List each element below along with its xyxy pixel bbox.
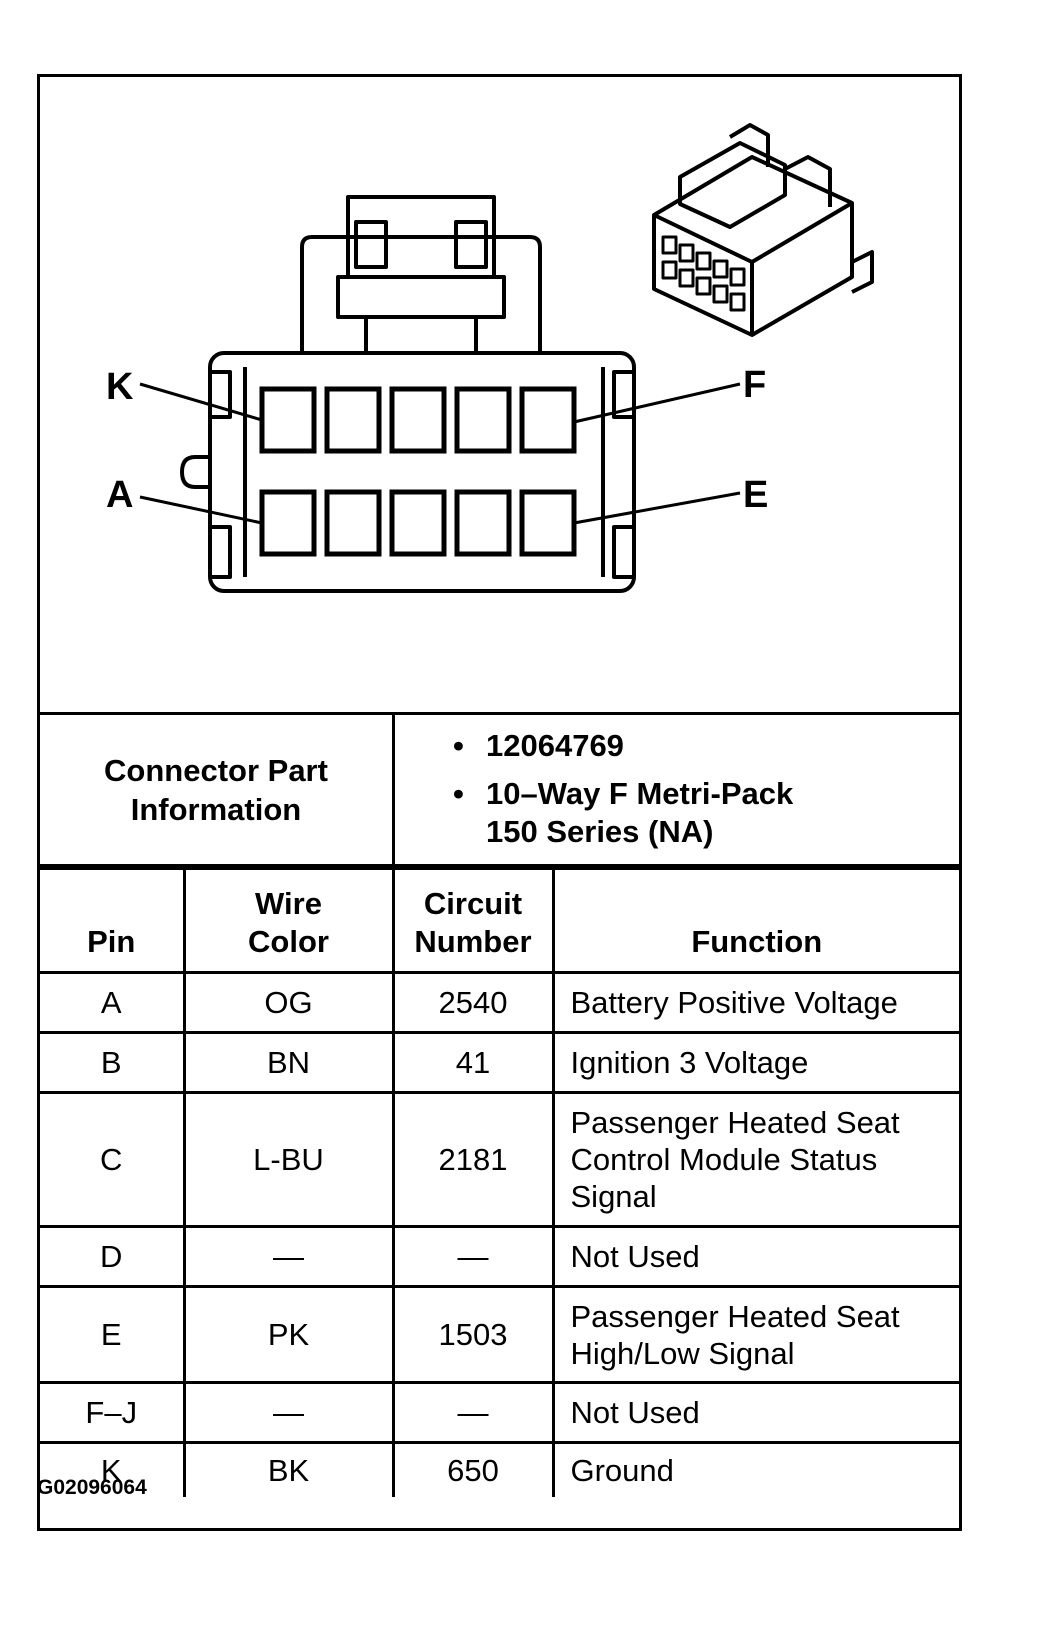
header-pin: Pin (40, 867, 186, 974)
connector-part-information: Connector Part Information • 12064769 • … (40, 715, 959, 867)
cavity-d (454, 489, 512, 557)
figure-id: G02096064 (37, 1476, 147, 1499)
circuit-cell: 1503 (391, 1285, 555, 1384)
pin-cavities (259, 386, 577, 557)
cavity-j (324, 386, 382, 454)
cavity-b (324, 489, 382, 557)
bullet-icon: • (453, 728, 464, 763)
cavity-g (454, 386, 512, 454)
connector-series: 150 Series (NA) (486, 814, 714, 849)
wire-color-cell: L-BU (182, 1091, 395, 1228)
table-row: D — — Not Used (40, 1225, 959, 1288)
latch-bar (336, 275, 506, 319)
table-row: A OG 2540 Battery Positive Voltage (40, 971, 959, 1034)
part-info-values: • 12064769 • 10–Way F Metri-Pack 150 Ser… (395, 715, 959, 864)
table-row: F–J — — Not Used (40, 1381, 959, 1444)
function-cell: Ground (551, 1441, 959, 1497)
circuit-cell: 2540 (391, 971, 555, 1034)
header-function: Function (551, 867, 959, 974)
connector-body (208, 351, 636, 593)
latch-hood (300, 235, 542, 355)
table-row: K BK 650 Ground (40, 1441, 959, 1497)
pin-cell: E (40, 1285, 186, 1384)
function-cell: Ignition 3 Voltage (551, 1031, 959, 1094)
pin-label-f: F (743, 364, 766, 406)
circuit-cell: 650 (391, 1441, 555, 1497)
cavity-f (519, 386, 577, 454)
leader-k (139, 382, 263, 422)
leader-f (573, 382, 741, 424)
pin-cell: A (40, 971, 186, 1034)
circuit-cell: 41 (391, 1031, 555, 1094)
pin-label-a: A (106, 474, 133, 516)
part-info-label: Connector Part Information (40, 715, 395, 864)
pin-cell: F–J (40, 1381, 186, 1444)
connector-isometric (652, 123, 874, 337)
wire-color-cell: BK (182, 1441, 395, 1497)
wire-color-cell: PK (182, 1285, 395, 1384)
part-info-label-line1: Connector Part (104, 752, 328, 788)
connector-figure: K A F E (37, 74, 962, 1531)
bullet-icon: • (453, 776, 464, 811)
leader-e (573, 491, 741, 525)
part-info-label-line2: Information (130, 791, 302, 827)
wire-color-cell: — (182, 1225, 395, 1288)
cavity-c (389, 489, 447, 557)
pin-cell: D (40, 1225, 186, 1288)
wire-color-cell: — (182, 1381, 395, 1444)
wire-color-cell: OG (182, 971, 395, 1034)
cavity-k (259, 386, 317, 454)
circuit-cell: — (391, 1381, 555, 1444)
wire-color-cell: BN (182, 1031, 395, 1094)
circuit-cell: — (391, 1225, 555, 1288)
pin-label-e: E (743, 474, 768, 516)
connector-diagram: K A F E (40, 77, 959, 715)
part-number: 12064769 (486, 728, 624, 763)
circuit-cell: 2181 (391, 1091, 555, 1228)
function-cell: Not Used (551, 1225, 959, 1288)
function-cell: Battery Positive Voltage (551, 971, 959, 1034)
function-cell: Not Used (551, 1381, 959, 1444)
pin-cell: C (40, 1091, 186, 1228)
pin-cell: K (40, 1441, 186, 1497)
side-key (180, 455, 210, 489)
table-row: B BN 41 Ignition 3 Voltage (40, 1031, 959, 1094)
cavity-h (389, 386, 447, 454)
pin-cell: B (40, 1031, 186, 1094)
cavity-a (259, 489, 317, 557)
pin-label-k: K (106, 366, 134, 408)
cavity-e (519, 489, 577, 557)
leader-a (139, 495, 263, 525)
connector-face-drawing: K A F E (106, 123, 874, 593)
connector-type: 10–Way F Metri-Pack (486, 776, 794, 811)
